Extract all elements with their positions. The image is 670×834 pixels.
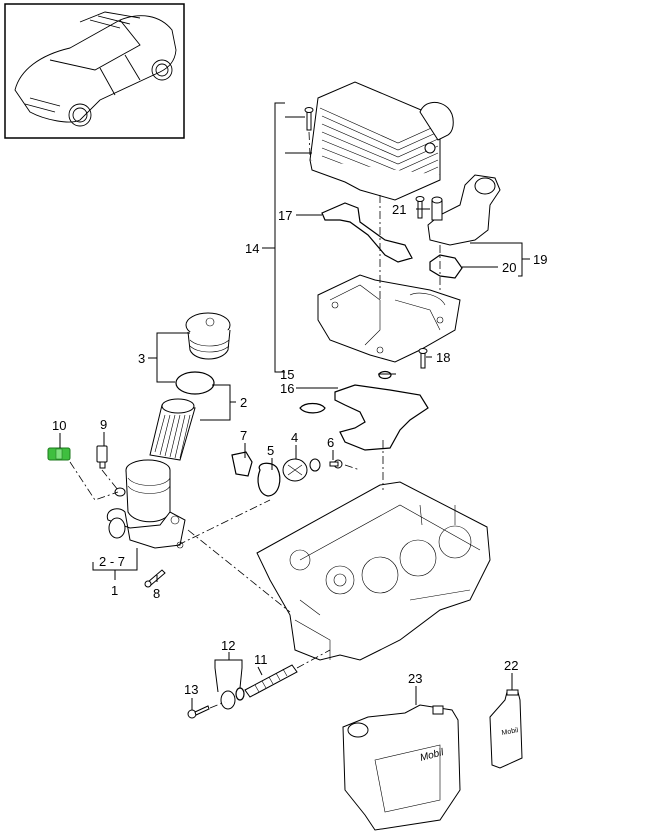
callout-23[interactable]: 23 <box>408 671 422 686</box>
relief-valve-piston[interactable] <box>244 664 298 698</box>
bolt-8[interactable] <box>144 569 166 588</box>
callout-9[interactable]: 9 <box>100 417 107 432</box>
bolt-21[interactable] <box>415 196 425 219</box>
callout-2[interactable]: 2 <box>240 395 247 410</box>
callout-11[interactable]: 11 <box>254 652 268 667</box>
bottle-brand-label: Mobil <box>501 727 519 737</box>
bolt-18[interactable] <box>418 348 428 369</box>
seal-15[interactable] <box>378 370 392 380</box>
oil-filter-element[interactable] <box>149 398 196 461</box>
oil-filter-housing[interactable] <box>106 459 186 549</box>
callout-7[interactable]: 7 <box>240 428 247 443</box>
callout-3[interactable]: 3 <box>138 351 145 366</box>
callout-13[interactable]: 13 <box>184 682 198 697</box>
callout-labels: 14 17 21 19 20 18 15 16 3 2 10 9 7 5 4 6… <box>52 202 547 697</box>
callout-16[interactable]: 16 <box>280 381 294 396</box>
callout-21[interactable]: 21 <box>392 202 406 217</box>
cooler-gasket[interactable] <box>321 202 413 263</box>
callout-15[interactable]: 15 <box>280 367 294 382</box>
o-ring-2[interactable] <box>175 371 215 395</box>
callout-10[interactable]: 10 <box>52 418 66 433</box>
seal-20[interactable] <box>429 254 463 279</box>
bolt-13[interactable] <box>187 705 210 719</box>
oil-pressure-sensor[interactable] <box>47 447 71 461</box>
callout-12[interactable]: 12 <box>221 638 235 653</box>
engine-block[interactable] <box>256 481 491 661</box>
callout-17[interactable]: 17 <box>278 208 292 223</box>
callout-range-2-7[interactable]: 2 - 7 <box>99 554 125 569</box>
oil-level-sensor[interactable] <box>96 445 108 469</box>
callout-22[interactable]: 22 <box>504 658 518 673</box>
valve-plug-12[interactable] <box>220 687 245 710</box>
callout-14[interactable]: 14 <box>245 241 259 256</box>
vehicle-thumbnail[interactable] <box>4 3 185 139</box>
oil-cooler-housing[interactable] <box>317 274 461 363</box>
callout-8[interactable]: 8 <box>153 586 160 601</box>
thermostat[interactable] <box>282 458 321 482</box>
callout-19[interactable]: 19 <box>533 252 547 267</box>
leader-lines <box>59 102 530 710</box>
callout-18[interactable]: 18 <box>436 350 450 365</box>
gasket-5[interactable] <box>257 462 281 497</box>
thermostat-housing[interactable] <box>427 174 501 246</box>
oil-bottle[interactable]: Mobil <box>489 689 523 769</box>
oil-filter-cap[interactable] <box>185 312 231 360</box>
callout-4[interactable]: 4 <box>291 430 298 445</box>
callout-1[interactable]: 1 <box>111 583 118 598</box>
callout-20[interactable]: 20 <box>502 260 516 275</box>
oil-cooler[interactable] <box>309 81 454 201</box>
callout-6[interactable]: 6 <box>327 435 334 450</box>
cooler-bolt[interactable] <box>304 107 314 131</box>
assembly-lines <box>69 131 441 709</box>
oil-canister[interactable]: Mobil <box>342 704 461 831</box>
gasket-7[interactable] <box>231 451 253 477</box>
bolt-6[interactable] <box>329 459 343 469</box>
callout-5[interactable]: 5 <box>267 443 274 458</box>
gasket-16[interactable] <box>299 384 429 451</box>
